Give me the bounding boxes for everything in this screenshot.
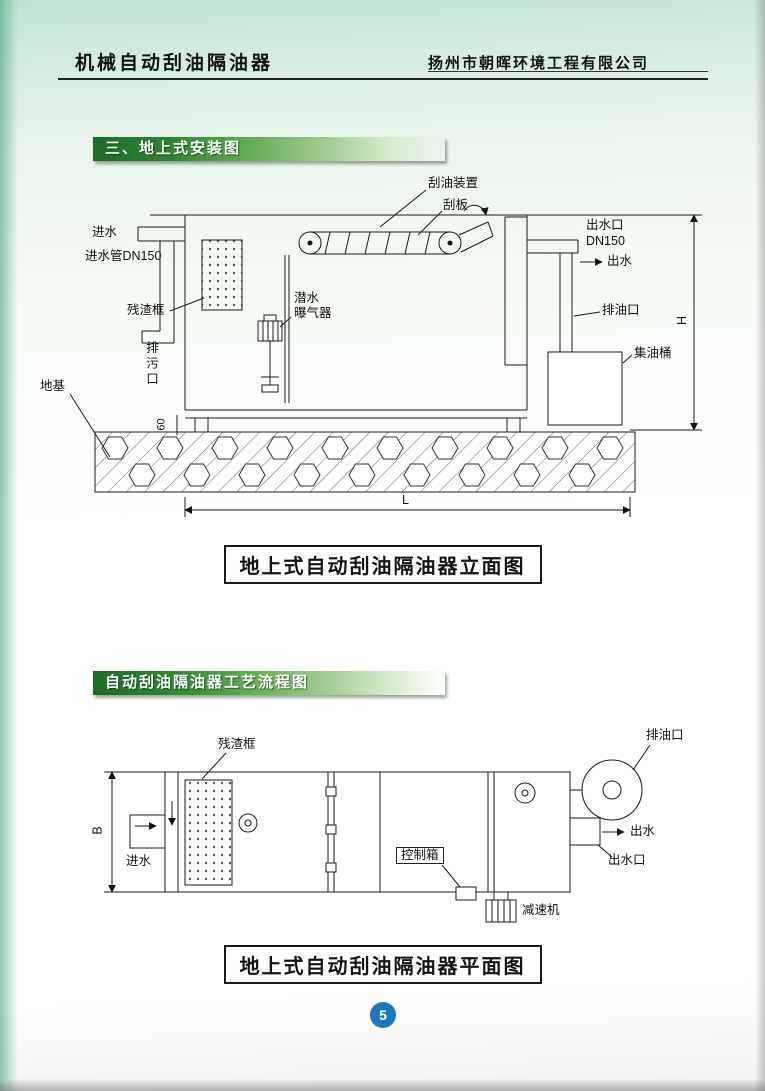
plan-label-reducer: 减速机 <box>522 903 560 917</box>
label-drain-outlet: 排污口 <box>144 341 158 388</box>
label-residue-frame: 残渣框 <box>127 303 165 317</box>
label-scraper-device: 刮油装置 <box>428 176 479 190</box>
plan-label-residue-frame: 残渣框 <box>218 737 256 751</box>
section-banner-elevation: 三、地上式安装图 <box>93 137 445 161</box>
elevation-drawing <box>30 165 740 535</box>
dim-l-label: L <box>402 493 409 507</box>
plan-label-outlet-flow: 出水 <box>630 824 656 838</box>
page-number-badge: 5 <box>370 1002 396 1028</box>
oil-barrel-drawing <box>548 352 622 425</box>
label-outlet-dn: DN150 <box>586 234 625 248</box>
scan-edge-right <box>755 0 765 1091</box>
plan-residue-frame-drawing <box>185 780 232 885</box>
scan-edge-left <box>0 0 18 1091</box>
scan-edge-bottom <box>0 1079 765 1091</box>
plan-label-inlet: 进水 <box>126 854 152 868</box>
company-underline <box>428 71 708 72</box>
label-inlet-pipe: 进水管DN150 <box>85 249 162 263</box>
company-name: 扬州市朝晖环境工程有限公司 <box>428 56 650 72</box>
plan-shaft-circles <box>239 783 535 832</box>
plan-dimension-b <box>104 771 165 893</box>
header-rule <box>58 78 708 80</box>
plan-label-control-box: 控制箱 <box>396 847 444 864</box>
aerator-drawing <box>258 315 282 392</box>
dim-h-label: H <box>675 315 690 326</box>
elevation-diagram: 刮油装置 刮板 进水 进水管DN150 残渣框 潜水 曝气器 排污口 地基 出水… <box>30 165 740 535</box>
page-title: 机械自动刮油隔油器 <box>75 53 274 74</box>
scraper-conveyor <box>299 205 493 254</box>
dim-60-label: 60 <box>155 418 168 431</box>
dimension-lines <box>177 214 702 517</box>
label-aerator-line1: 潜水 <box>294 291 320 305</box>
elevation-caption: 地上式自动刮油隔油器立面图 <box>223 545 542 584</box>
section-banner-plan: 自动刮油隔油器工艺流程图 <box>93 671 445 695</box>
plan-leader-lines <box>202 745 650 887</box>
label-outlet-flow: 出水 <box>607 254 633 268</box>
plan-caption: 地上式自动刮油隔油器平面图 <box>223 945 542 984</box>
baffle-plate <box>285 255 289 403</box>
foundation-drawing <box>95 432 635 492</box>
plan-label-outlet-port: 出水口 <box>608 853 646 867</box>
plan-dim-b-label: B <box>90 826 105 835</box>
label-oil-outlet: 排油口 <box>602 303 640 317</box>
plan-oil-outlet-drawing <box>570 760 642 820</box>
label-foundation: 地基 <box>40 379 66 393</box>
label-oil-barrel: 集油桶 <box>634 346 672 360</box>
plan-outlet-drawing <box>570 818 625 845</box>
label-inlet: 进水 <box>92 225 118 239</box>
plan-inlet-drawing <box>130 801 176 848</box>
plan-control-reducer-drawing <box>456 887 516 922</box>
plan-label-oil-outlet: 排油口 <box>646 728 684 742</box>
label-aerator-line2: 曝气器 <box>294 306 332 320</box>
label-scraper-plate: 刮板 <box>443 198 469 212</box>
leader-lines <box>70 190 632 457</box>
label-outlet-port: 出水口 <box>586 218 624 232</box>
residue-frame-drawing <box>202 240 242 310</box>
plan-diagram: 残渣框 排油口 出水 出水口 控制箱 减速机 进水 B <box>90 715 710 940</box>
inlet-pipe-drawing <box>138 227 185 343</box>
plan-drawing <box>90 715 710 940</box>
outlet-channel <box>505 217 603 365</box>
